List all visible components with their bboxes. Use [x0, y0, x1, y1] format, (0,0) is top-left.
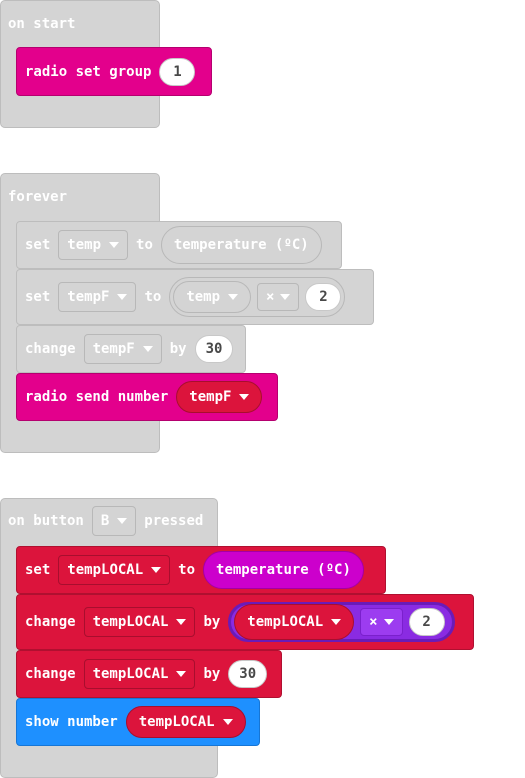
multiply-operation[interactable]: tempLOCAL × 2 — [228, 602, 455, 642]
show-number-block[interactable]: show number tempLOCAL — [16, 698, 260, 746]
tempLOCAL-variable-dropdown[interactable]: tempLOCAL — [83, 659, 196, 689]
tempF-variable-dropdown[interactable]: tempF — [83, 334, 162, 364]
dropdown-arrow-icon — [222, 719, 233, 725]
on-button-label: on button — [8, 513, 84, 529]
radio-set-group-label: radio set group — [25, 63, 152, 80]
multiply-operation[interactable]: temp × 2 — [169, 277, 346, 317]
dropdown-arrow-icon — [280, 294, 291, 300]
on-button-header: on button B pressed — [8, 505, 203, 537]
reporter-variable: temp — [186, 289, 221, 305]
reporter-variable: tempF — [189, 389, 232, 405]
radio-send-label: radio send number — [25, 389, 169, 405]
tempF-reporter[interactable]: tempF — [176, 381, 263, 413]
button-name: B — [100, 513, 110, 529]
radio-set-group-block[interactable]: radio set group 1 — [16, 47, 212, 96]
tempLOCAL-variable-dropdown[interactable]: tempLOCAL — [58, 555, 171, 585]
change-keyword: change — [25, 666, 76, 682]
variable-name: tempF — [67, 289, 110, 305]
tempLOCAL-variable-dropdown[interactable]: tempLOCAL — [83, 607, 196, 637]
variable-name: temp — [67, 237, 102, 253]
by-keyword: by — [203, 614, 221, 630]
reporter-variable: tempLOCAL — [247, 614, 324, 630]
operator-symbol: × — [369, 614, 378, 630]
change-amount-value[interactable]: 30 — [194, 335, 234, 363]
temp-variable-dropdown[interactable]: temp — [58, 230, 129, 260]
reporter-variable: tempLOCAL — [138, 714, 215, 730]
tempLOCAL-reporter[interactable]: tempLOCAL — [234, 604, 355, 640]
change-tempLOCAL-block[interactable]: change tempLOCAL by 30 — [16, 650, 282, 698]
change-keyword: change — [25, 341, 76, 357]
change-tempF-block[interactable]: change tempF by 30 — [16, 325, 246, 373]
pressed-label: pressed — [144, 513, 204, 529]
by-keyword: by — [203, 666, 221, 682]
set-keyword: set — [25, 237, 51, 253]
variable-name: tempLOCAL — [67, 562, 144, 578]
set-tempF-block[interactable]: set tempF to temp × 2 — [16, 269, 374, 325]
dropdown-arrow-icon — [117, 518, 128, 524]
tempLOCAL-reporter[interactable]: tempLOCAL — [125, 706, 246, 738]
forever-label: forever — [8, 189, 68, 205]
temperature-reporter[interactable]: temperature (ºC) — [203, 551, 364, 589]
temp-reporter[interactable]: temp — [173, 281, 252, 313]
set-tempLOCAL-block[interactable]: set tempLOCAL to temperature (ºC) — [16, 546, 386, 594]
variable-name: tempLOCAL — [92, 614, 169, 630]
to-keyword: to — [178, 562, 196, 578]
multiplier-value[interactable]: 2 — [408, 608, 445, 636]
dropdown-arrow-icon — [239, 394, 250, 400]
dropdown-arrow-icon — [331, 619, 342, 625]
temperature-reporter[interactable]: temperature (ºC) — [160, 226, 322, 264]
on-start-label: on start — [8, 16, 76, 32]
temperature-label: temperature (ºC) — [216, 562, 351, 578]
multiplier-value[interactable]: 2 — [305, 283, 342, 311]
show-number-label: show number — [25, 714, 118, 730]
dropdown-arrow-icon — [176, 619, 187, 625]
radio-group-value[interactable]: 1 — [159, 57, 196, 86]
dropdown-arrow-icon — [176, 671, 187, 677]
set-temp-block[interactable]: set temp to temperature (ºC) — [16, 221, 342, 269]
operator-dropdown[interactable]: × — [360, 608, 403, 636]
tempF-variable-dropdown[interactable]: tempF — [58, 282, 137, 312]
dropdown-arrow-icon — [117, 294, 128, 300]
to-keyword: to — [136, 237, 153, 253]
set-keyword: set — [25, 562, 51, 578]
dropdown-arrow-icon — [109, 242, 120, 248]
dropdown-arrow-icon — [383, 619, 394, 625]
to-keyword: to — [144, 289, 162, 305]
dropdown-arrow-icon — [151, 567, 162, 573]
by-keyword: by — [169, 341, 187, 357]
change-amount-value[interactable]: 30 — [228, 660, 268, 688]
radio-send-number-block[interactable]: radio send number tempF — [16, 373, 278, 421]
temperature-label: temperature (ºC) — [173, 237, 309, 253]
set-keyword: set — [25, 289, 51, 305]
button-dropdown[interactable]: B — [91, 506, 137, 536]
change-tempLOCAL-multiply-block[interactable]: change tempLOCAL by tempLOCAL × 2 — [16, 594, 474, 650]
variable-name: tempLOCAL — [92, 666, 169, 682]
operator-dropdown[interactable]: × — [257, 283, 300, 311]
variable-name: tempF — [92, 341, 135, 357]
dropdown-arrow-icon — [142, 346, 153, 352]
operator-symbol: × — [266, 289, 275, 305]
change-keyword: change — [25, 614, 76, 630]
dropdown-arrow-icon — [228, 294, 239, 300]
